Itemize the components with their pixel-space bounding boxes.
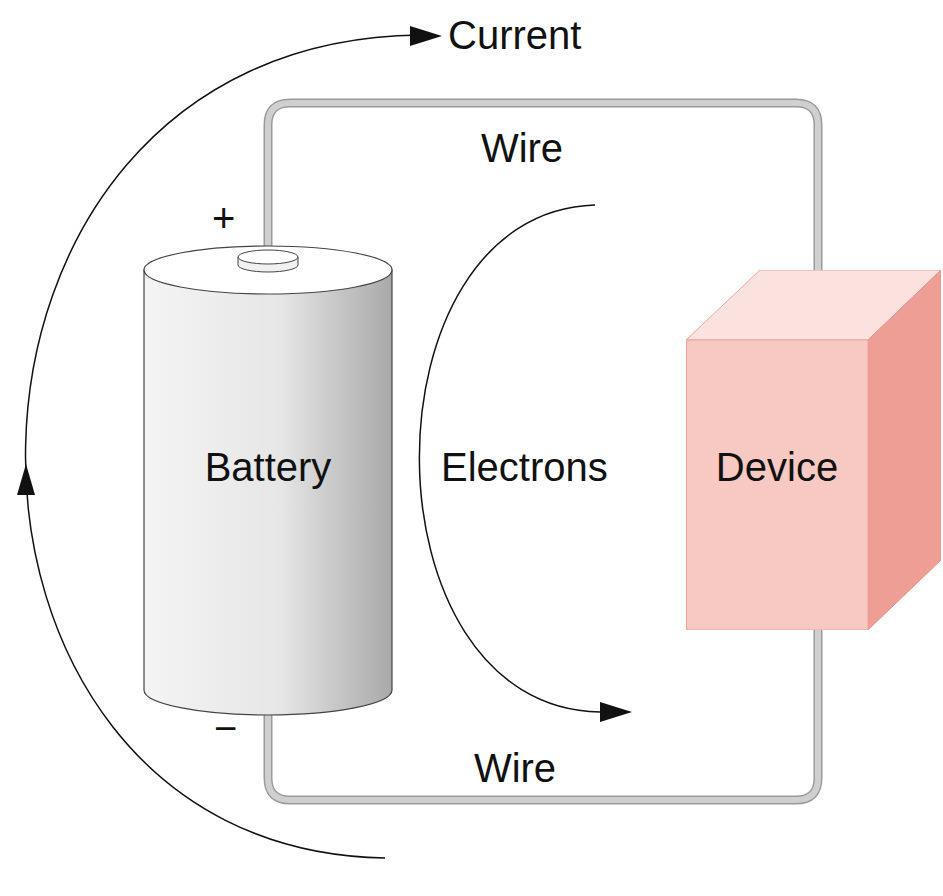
battery-cylinder: Battery xyxy=(143,245,393,717)
electron-arrowhead xyxy=(600,702,632,722)
battery-top xyxy=(144,246,392,294)
node-label: Battery xyxy=(143,245,393,689)
electrons-label: Electrons xyxy=(441,447,608,487)
current-arc xyxy=(26,35,420,858)
battery-terminal-top xyxy=(238,250,298,264)
wire-label: Wire xyxy=(474,748,556,788)
polarity-sign: + xyxy=(212,198,235,238)
battery-body xyxy=(144,270,392,715)
wire-label: Wire xyxy=(481,128,563,168)
current-arrowhead xyxy=(410,26,442,46)
current-label: Current xyxy=(448,15,581,55)
current-arrowhead xyxy=(17,464,35,495)
device-side xyxy=(868,270,941,630)
polarity-sign: − xyxy=(214,708,237,748)
device-box: Device xyxy=(686,270,941,630)
node-label: Device xyxy=(686,270,868,664)
